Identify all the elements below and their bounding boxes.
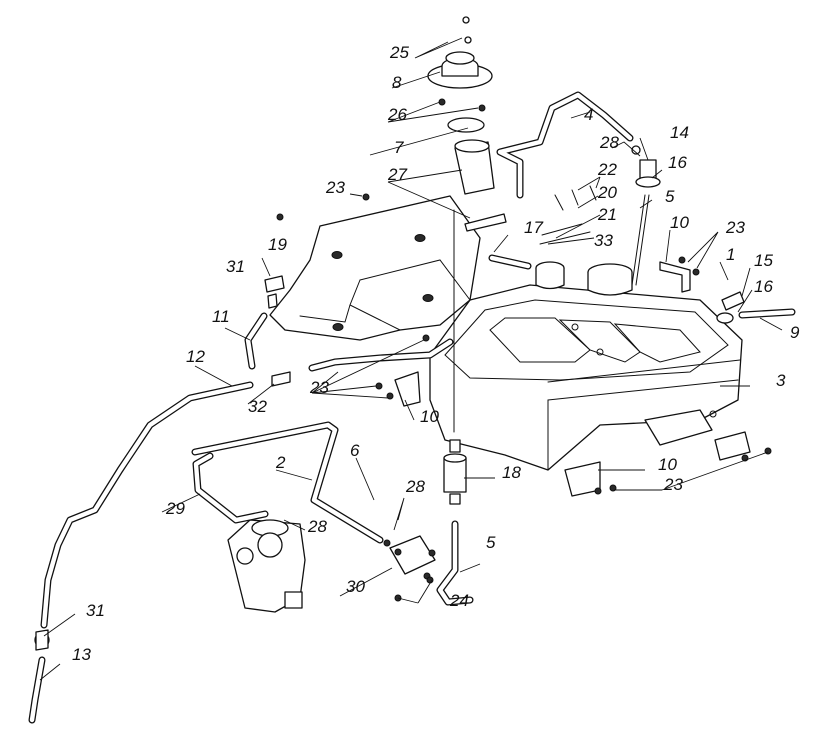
callout-23-right: 23: [725, 218, 745, 237]
fuel-pump: [389, 535, 436, 580]
callout-17: 17: [524, 218, 543, 237]
callout-13: 13: [72, 645, 91, 664]
small-fittings: [34, 185, 597, 651]
callout-5-bottom: 5: [486, 533, 496, 552]
callout-10-mid: 10: [420, 407, 439, 426]
callout-12: 12: [186, 347, 205, 366]
callout-20: 20: [597, 183, 617, 202]
callout-22: 22: [597, 160, 617, 179]
callout-6: 6: [350, 441, 360, 460]
callout-26: 26: [387, 105, 407, 124]
callout-7: 7: [394, 138, 404, 157]
callout-31-top: 31: [226, 257, 245, 276]
callout-10-bottom: 10: [658, 455, 677, 474]
callout-23-mid: 23: [309, 378, 329, 397]
callout-15: 15: [754, 251, 773, 270]
callout-16-top: 16: [668, 153, 687, 172]
callout-21: 21: [597, 205, 617, 224]
callout-11: 11: [212, 307, 230, 326]
callout-32: 32: [248, 397, 267, 416]
callout-31-bottom: 31: [86, 601, 105, 620]
filler-neck: [427, 16, 507, 232]
callout-24: 24: [449, 591, 469, 610]
throttle-body: [227, 519, 306, 613]
callout-16-right: 16: [754, 277, 773, 296]
callout-3: 3: [776, 371, 786, 390]
fuel-tank: [429, 261, 743, 471]
heat-shield: [269, 195, 481, 341]
callout-28-top: 28: [599, 133, 619, 152]
callout-8: 8: [392, 73, 402, 92]
callout-1: 1: [726, 245, 735, 264]
callout-23-bottom: 23: [663, 475, 683, 494]
valve-assembly: [631, 145, 796, 324]
vent-line: [496, 91, 634, 199]
callout-9: 9: [790, 323, 800, 342]
callout-4: 4: [584, 105, 593, 124]
callout-33: 33: [594, 231, 613, 250]
fuel-filter: [443, 209, 467, 505]
callout-28-left: 28: [307, 517, 327, 536]
callout-28-mid: 28: [405, 477, 425, 496]
callout-27: 27: [387, 165, 407, 184]
callout-29: 29: [165, 499, 185, 518]
callout-18: 18: [502, 463, 521, 482]
callout-23-top: 23: [325, 178, 345, 197]
callout-5-top: 5: [665, 187, 675, 206]
fuel-lines: [28, 254, 532, 724]
callout-labels: 25 8 26 7 27 23 4 28 14 16 22 20 5 21 17…: [72, 43, 800, 664]
callout-30: 30: [346, 577, 365, 596]
callout-10-top: 10: [670, 213, 689, 232]
mounting-brackets: [276, 193, 772, 497]
callout-14: 14: [670, 123, 689, 142]
callout-2: 2: [275, 453, 286, 472]
leader-lines: [39, 37, 783, 681]
callout-19: 19: [268, 235, 287, 254]
callout-25: 25: [389, 43, 409, 62]
